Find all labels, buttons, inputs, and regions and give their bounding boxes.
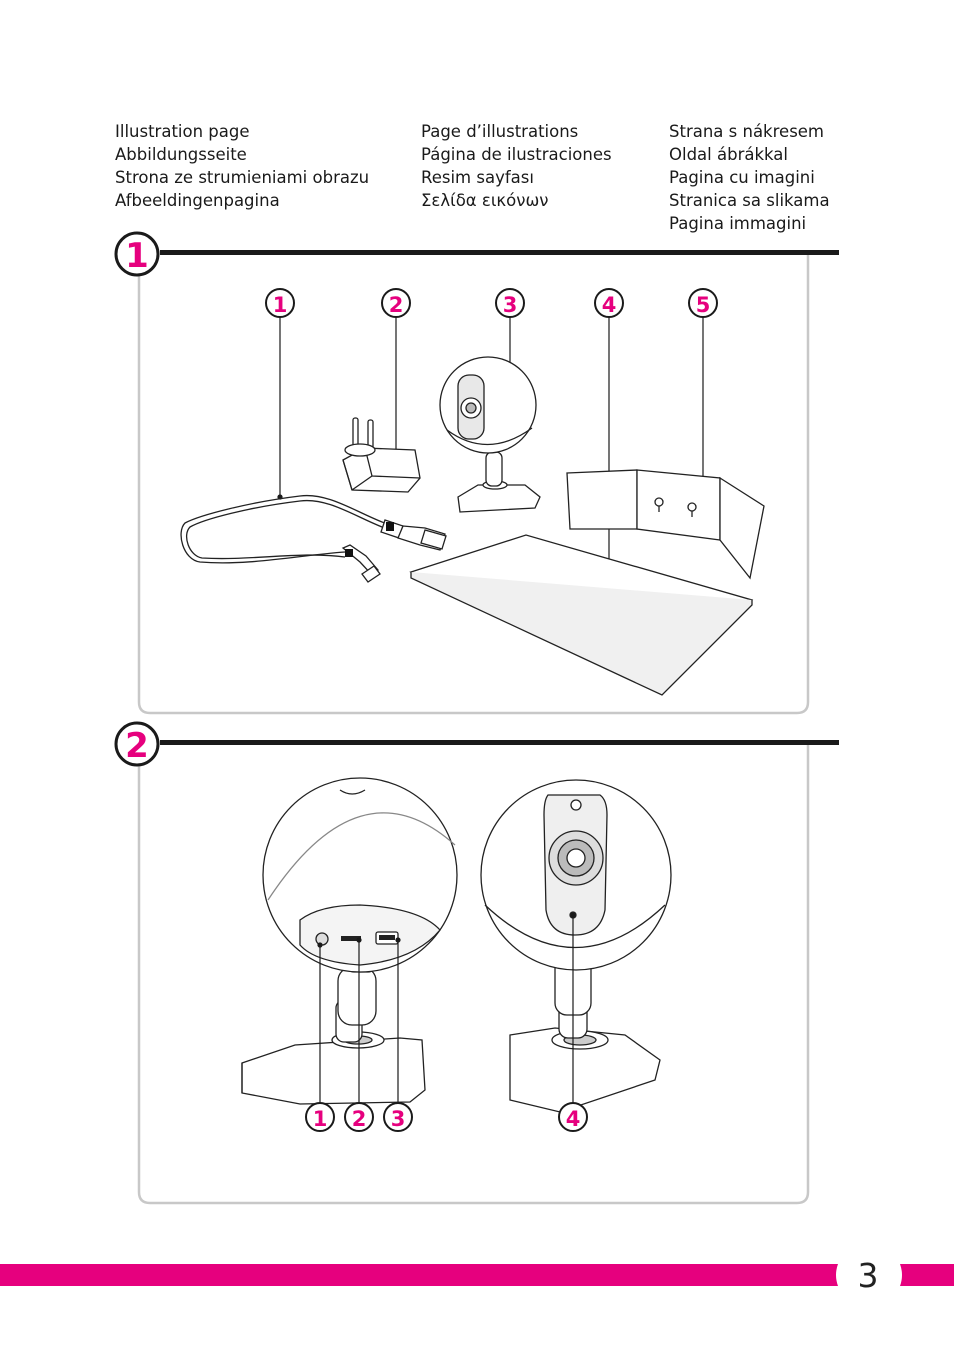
section-2: 2: [114, 721, 839, 1205]
language-column-2: Page d’illustrations Página de ilustraci…: [421, 120, 612, 212]
language-title: Afbeeldingenpagina: [115, 191, 280, 210]
language-title: Resim sayfası: [421, 168, 534, 187]
section-1: 1 1 2 3 4 5: [114, 231, 839, 715]
camera-illustration-small: [439, 356, 541, 513]
svg-text:1: 1: [273, 293, 288, 317]
camera-rear-illustration: [241, 777, 458, 1105]
mounting-sheet-illustration: [409, 534, 754, 696]
section-2-callout: 1: [305, 1102, 335, 1132]
language-title: Abbildungsseite: [115, 145, 247, 164]
language-title: Pagina cu imagini: [669, 168, 815, 187]
language-title: Stranica sa slikama: [669, 191, 830, 210]
svg-text:4: 4: [602, 293, 617, 317]
section-1-callout: 1: [265, 288, 295, 318]
footer-accent-right: [900, 1264, 954, 1286]
power-adapter-illustration: [342, 417, 421, 493]
svg-text:3: 3: [503, 293, 518, 317]
svg-text:4: 4: [566, 1107, 581, 1131]
language-column-1: Illustration page Abbildungsseite Strona…: [115, 120, 369, 212]
usb-cable-illustration: [180, 494, 447, 583]
language-title: Σελίδα εικόνων: [421, 191, 549, 210]
section-1-header-bar: [160, 250, 839, 255]
camera-front-illustration: [480, 779, 672, 1113]
section-2-callout: 2: [344, 1102, 374, 1132]
language-title: Page d’illustrations: [421, 122, 579, 141]
svg-text:2: 2: [352, 1107, 367, 1131]
section-1-frame: [137, 254, 810, 715]
section-1-callout: 3: [495, 288, 525, 318]
section-1-callout: 2: [381, 288, 411, 318]
section-2-number: 2: [125, 726, 149, 766]
language-column-3: Strana s nákresem Oldal ábrákkal Pagina …: [669, 120, 830, 235]
language-title: Strona ze strumieniami obrazu: [115, 168, 370, 187]
svg-text:2: 2: [389, 293, 404, 317]
section-2-callout: 3: [383, 1102, 413, 1132]
language-title: Illustration page: [115, 122, 250, 141]
footer-bar: [0, 1264, 954, 1286]
svg-text:3: 3: [391, 1107, 406, 1131]
section-2-badge: [114, 721, 160, 767]
section-2-frame: [137, 744, 810, 1205]
section-2-callout: 4: [558, 1102, 588, 1132]
svg-text:5: 5: [696, 293, 711, 317]
section-1-callout: 4: [594, 288, 624, 318]
svg-text:1: 1: [313, 1107, 328, 1131]
language-title: Strana s nákresem: [669, 122, 825, 141]
language-title: Página de ilustraciones: [421, 145, 612, 164]
language-title: Oldal ábrákkal: [669, 145, 788, 164]
section-2-header-bar: [160, 740, 839, 745]
section-1-badge: [114, 231, 160, 277]
section-2-leader-lines: [317, 912, 576, 1104]
page-number: 3: [857, 1256, 879, 1295]
wall-template-illustration: [566, 469, 765, 580]
language-title: Pagina immagini: [669, 214, 807, 233]
section-1-number: 1: [125, 236, 149, 276]
section-1-callout: 5: [688, 288, 718, 318]
footer-accent-left: [0, 1264, 838, 1286]
